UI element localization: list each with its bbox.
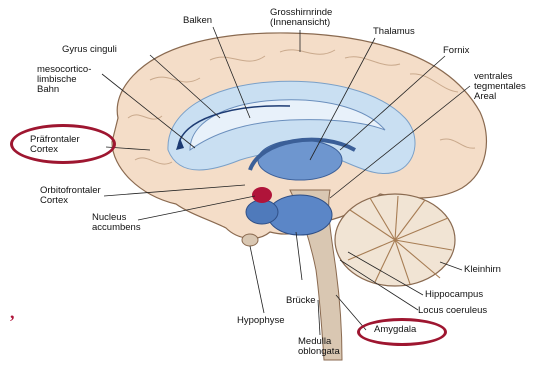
label-fornix: Fornix [443,46,469,56]
highlight-praefrontaler [10,124,116,164]
label-bruecke: Brücke [286,296,316,306]
stray-comma: , [10,302,15,323]
label-mesocortico: mesocortico- limbische Bahn [37,65,91,95]
label-vta: ventrales tegmentales Areal [474,72,526,102]
label-orbitofrontaler: Orbitofrontaler Cortex [40,186,101,206]
midbrain [246,200,278,224]
label-grosshirnrinde: Grosshirnrinde (Innenansicht) [270,8,332,28]
thalamus-shape [258,140,342,180]
label-kleinhirn: Kleinhirn [464,265,501,275]
label-nucleus: Nucleus accumbens [92,213,141,233]
highlight-amygdala [357,318,447,346]
label-balken: Balken [183,16,212,26]
label-locus: Locus coeruleus [418,306,487,316]
label-thalamus: Thalamus [373,27,415,37]
label-medulla: Medulla oblongata [298,337,340,357]
accumbens-shape [252,187,272,203]
label-hypophyse: Hypophyse [237,316,285,326]
hypophysis-shape [242,234,258,246]
label-gyrus-cinguli: Gyrus cinguli [62,45,117,55]
label-hippocampus: Hippocampus [425,290,483,300]
